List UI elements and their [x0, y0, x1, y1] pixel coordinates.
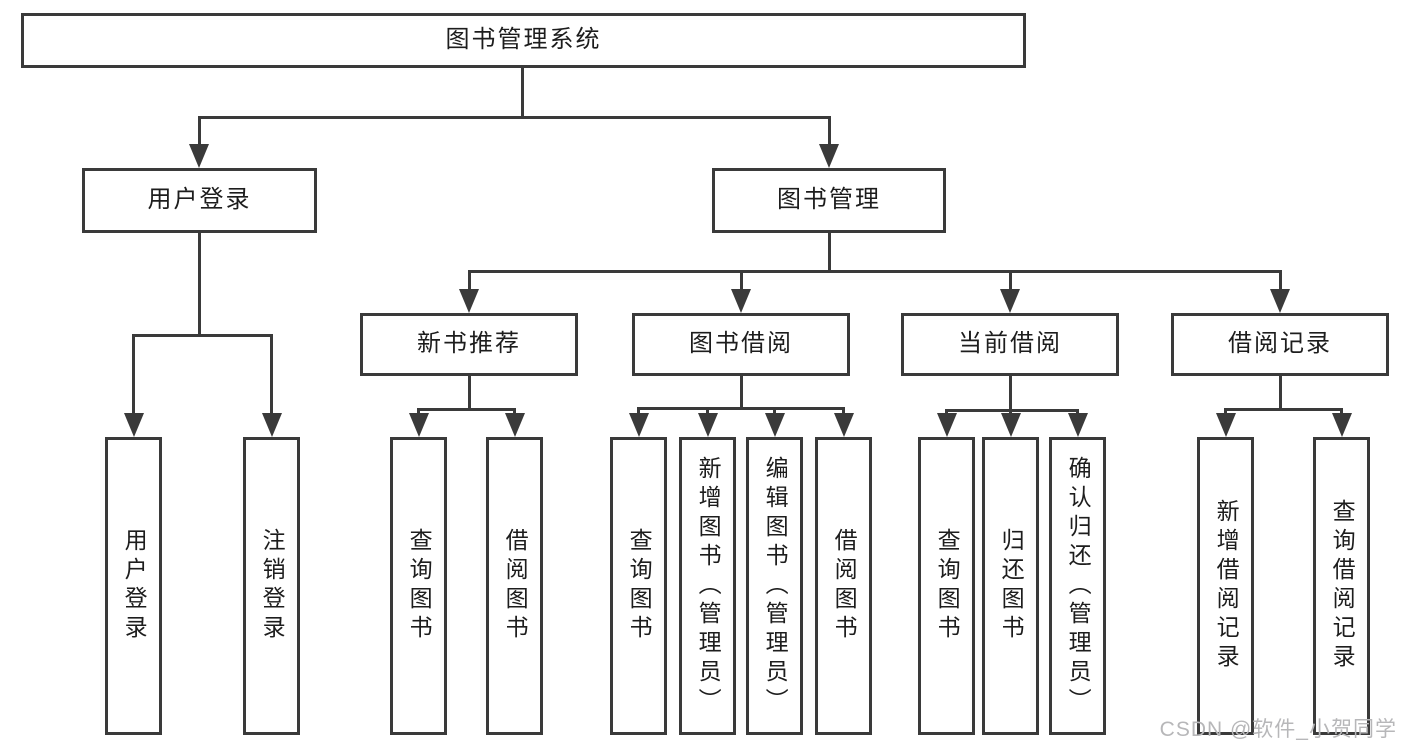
connector-line	[467, 270, 471, 295]
arrowhead-down-icon	[459, 289, 479, 313]
node-leaf-add-books-admin: 新增图书（管理员）	[679, 437, 736, 735]
connector-line	[270, 334, 273, 417]
connector-line	[197, 116, 201, 150]
connector-line	[132, 334, 135, 417]
connector-line	[417, 408, 516, 411]
arrowhead-down-icon	[1215, 413, 1236, 437]
arrowhead-down-icon	[189, 144, 209, 168]
arrowhead-down-icon	[408, 413, 429, 437]
node-leaf-logout: 注销登录	[243, 437, 300, 735]
connector-line	[739, 270, 743, 295]
connector-line	[1224, 408, 1343, 411]
arrowhead-down-icon	[628, 413, 649, 437]
connector-line	[637, 407, 845, 410]
node-leaf-user-login: 用户登录	[105, 437, 162, 735]
arrowhead-down-icon	[1067, 413, 1088, 437]
connector-line	[132, 334, 273, 337]
watermark: CSDN @软件_小贺同学	[1159, 718, 1397, 741]
node-user-login: 用户登录	[82, 168, 317, 233]
arrowhead-down-icon	[1000, 413, 1021, 437]
node-book-borrowing: 图书借阅	[632, 313, 850, 376]
arrowhead-down-icon	[261, 413, 282, 437]
connector-line	[1008, 270, 1012, 295]
connector-line	[1008, 376, 1012, 412]
arrowhead-down-icon	[936, 413, 957, 437]
node-leaf-query-books-borrow: 查询图书	[610, 437, 667, 735]
connector-line	[467, 376, 471, 411]
arrowhead-down-icon	[1270, 289, 1290, 313]
node-root: 图书管理系统	[21, 13, 1026, 68]
arrowhead-down-icon	[1331, 413, 1352, 437]
node-leaf-borrow-books-new: 借阅图书	[486, 437, 543, 735]
arrowhead-down-icon	[123, 413, 144, 437]
node-leaf-add-borrow-record: 新增借阅记录	[1197, 437, 1254, 735]
connector-line	[197, 116, 831, 119]
arrowhead-down-icon	[504, 413, 525, 437]
node-leaf-borrow-books-borrow: 借阅图书	[815, 437, 872, 735]
connector-line	[197, 233, 201, 337]
connector-line	[1278, 376, 1282, 411]
node-leaf-confirm-return-admin: 确认归还（管理员）	[1049, 437, 1106, 735]
connector-line	[945, 409, 1079, 412]
arrowhead-down-icon	[697, 413, 718, 437]
arrowhead-down-icon	[731, 289, 751, 313]
node-new-book-recommend: 新书推荐	[360, 313, 578, 376]
node-leaf-query-borrow-record: 查询借阅记录	[1313, 437, 1370, 735]
connector-line	[520, 68, 524, 118]
node-borrowing-records: 借阅记录	[1171, 313, 1389, 376]
node-current-borrowing: 当前借阅	[901, 313, 1119, 376]
connector-line	[827, 116, 831, 150]
connector-line	[827, 233, 831, 273]
node-leaf-edit-books-admin: 编辑图书（管理员）	[746, 437, 803, 735]
arrowhead-down-icon	[833, 413, 854, 437]
node-leaf-query-books-current: 查询图书	[918, 437, 975, 735]
arrowhead-down-icon	[764, 413, 785, 437]
connector-line	[467, 270, 1282, 273]
connector-line	[739, 376, 743, 410]
arrowhead-down-icon	[819, 144, 839, 168]
connector-line	[1278, 270, 1282, 295]
node-book-management: 图书管理	[712, 168, 946, 233]
node-leaf-query-books-new: 查询图书	[390, 437, 447, 735]
node-leaf-return-books: 归还图书	[982, 437, 1039, 735]
arrowhead-down-icon	[1000, 289, 1020, 313]
